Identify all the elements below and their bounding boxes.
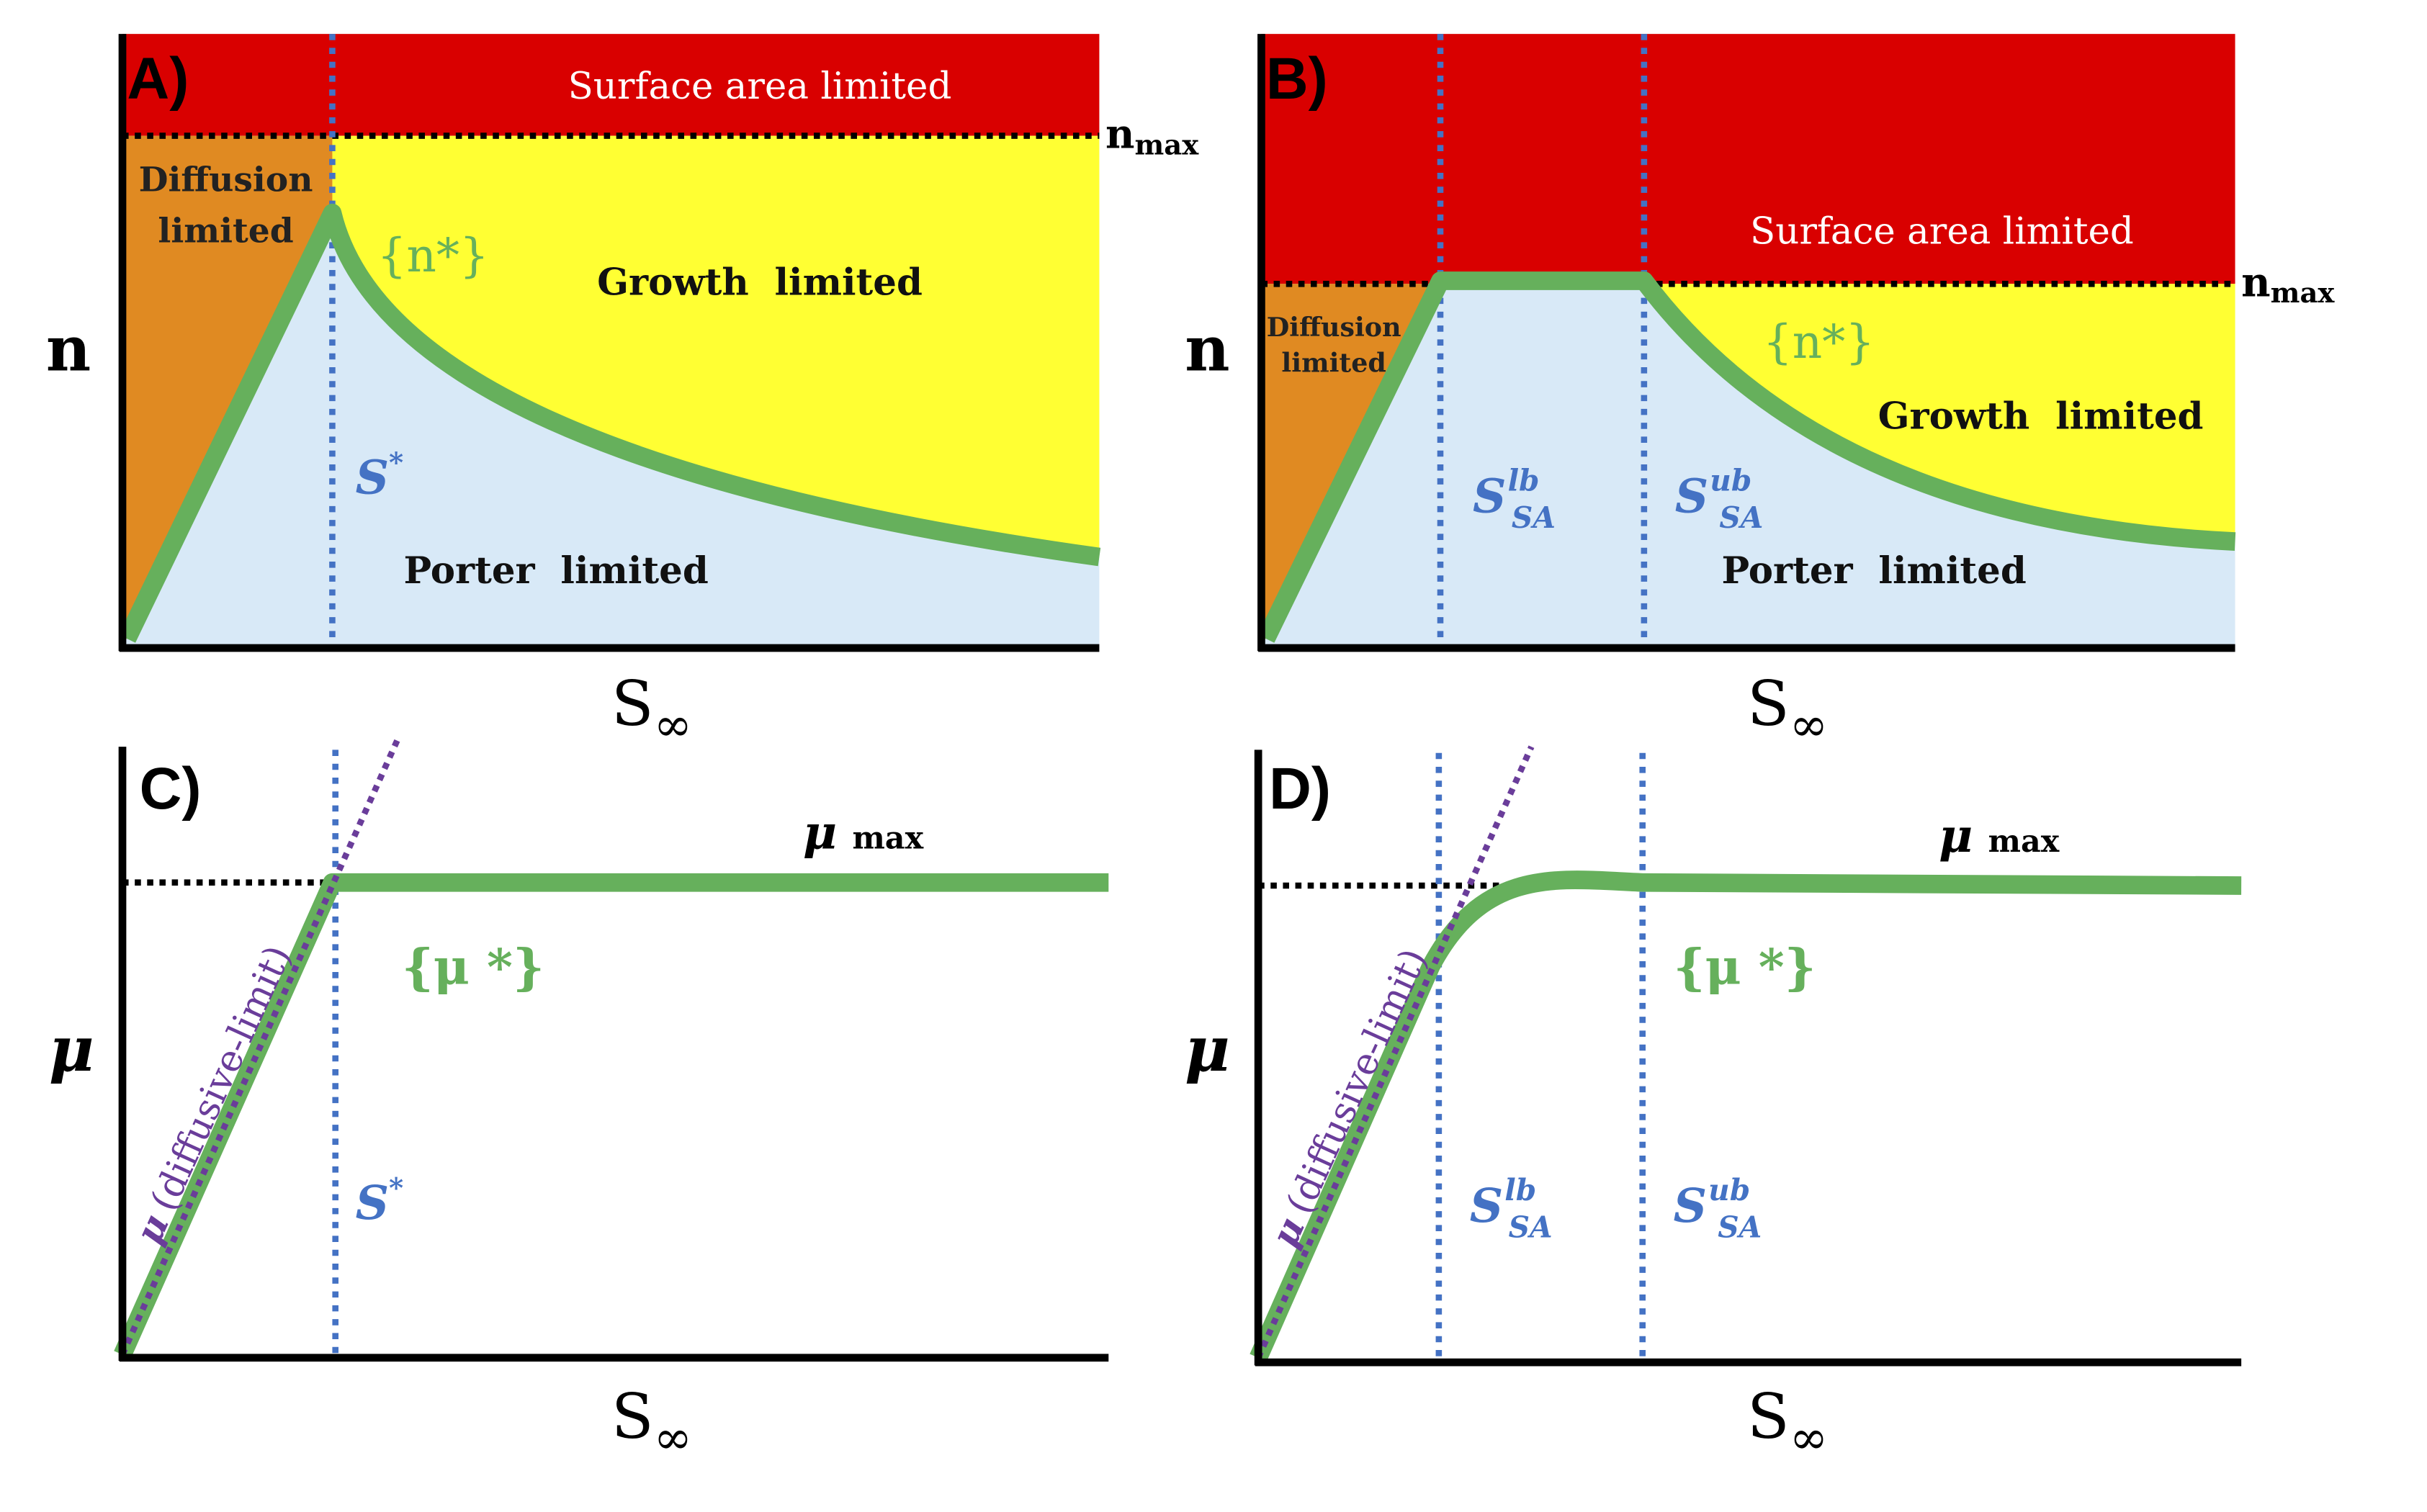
curve-label: {μ *} [1674,939,1816,996]
region-diffusion [122,135,333,639]
region-growth [1648,284,2235,534]
region-surface [122,34,1100,136]
diffusive-limit-line [1255,745,1535,1359]
x-axis-label: S∞ [611,1381,692,1464]
curve-label: {n*} [377,229,489,283]
region-surface-label: Surface area limited [1750,210,2134,253]
region-growth [332,135,1100,549]
panel-label: A) [127,46,189,112]
x-axis-label: S∞ [1747,668,1828,752]
n-star-curve [1257,271,2236,643]
region-diffusion-label-2: limited [1281,347,1386,378]
mu-star-curve [114,873,1109,1359]
y-axis-label: n [46,313,91,385]
region-surface-label: Surface area limited [568,65,952,108]
n-max-label: nmax [2241,259,2335,310]
region-growth-label: Growth limited [1878,395,2204,438]
panel-label: D) [1269,756,1331,822]
region-porter-label: Porter limited [403,549,708,593]
panel-b: B) Surface area limited Diffusion limite… [1185,34,2335,752]
curve-label: {μ *} [402,939,544,996]
region-diffusion-label: Diffusion [139,161,313,200]
diffusive-limit-line [120,739,400,1356]
y-axis-label: μ [1185,1014,1230,1086]
region-growth-label: Growth limited [597,261,923,304]
diffusive-limit-label: μ(diffusive-limit) [127,939,300,1251]
panel-a: A) Surface area limited Diffusion limite… [46,34,1199,752]
s-star-marker-label: S* [356,447,404,505]
s-star-marker-label: S* [356,1172,404,1230]
curve-label: {n*} [1763,315,1875,369]
y-axis-label: μ [49,1014,94,1086]
region-porter-label: Porter limited [1721,549,2026,593]
region-diffusion-label: Diffusion [1267,312,1401,343]
panel-label: C) [140,756,202,822]
panel-label: B) [1266,46,1328,112]
x-axis-label: S∞ [611,668,692,752]
y-axis-label: n [1185,313,1229,385]
n-star-curve [118,203,1101,643]
region-diffusion-label-2: limited [158,211,293,251]
diffusive-limit-label: μ(diffusive-limit) [1263,942,1436,1254]
region-surface [1261,34,2235,284]
n-max-label: nmax [1105,112,1199,162]
x-axis-label: S∞ [1747,1381,1828,1464]
